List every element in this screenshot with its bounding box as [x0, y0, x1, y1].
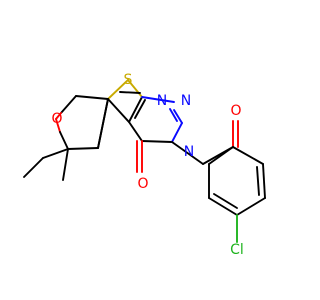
bond [171, 122, 183, 143]
bond [173, 109, 183, 124]
bond [42, 148, 69, 159]
bond [141, 140, 173, 143]
bond [55, 112, 62, 120]
bond [75, 95, 109, 100]
bond [55, 118, 61, 133]
bond [128, 96, 143, 123]
bond [134, 99, 146, 119]
sulfur-atom-label: S [124, 72, 133, 88]
bond [262, 163, 266, 199]
nitrogen-atom-label: N [157, 93, 167, 109]
bond [97, 98, 109, 149]
bond [59, 131, 69, 150]
bond [213, 193, 238, 209]
bond [232, 146, 264, 165]
bond [127, 79, 143, 98]
bond [208, 197, 238, 216]
nitrogen-atom-label: N [181, 93, 191, 109]
bond [256, 166, 260, 196]
bond [23, 157, 44, 178]
bond [107, 79, 129, 100]
nitrogen-atom-label: N [184, 144, 194, 160]
oxygen-atom-label: O [51, 111, 62, 127]
bond [171, 141, 204, 165]
oxygen-atom-label: O [230, 103, 241, 119]
bond [169, 108, 178, 122]
bond [62, 148, 69, 181]
bond [107, 98, 130, 123]
bond [128, 121, 143, 142]
bond [208, 146, 234, 165]
bond [236, 197, 266, 216]
chemical-structure-diagram: S N N N O O O Cl [23, 72, 266, 258]
bond [60, 95, 77, 114]
bond [67, 147, 99, 150]
oxygen-atom-label: O [137, 176, 148, 192]
bond [141, 96, 175, 103]
chlorine-atom-label: Cl [230, 242, 244, 258]
bond [119, 91, 141, 94]
